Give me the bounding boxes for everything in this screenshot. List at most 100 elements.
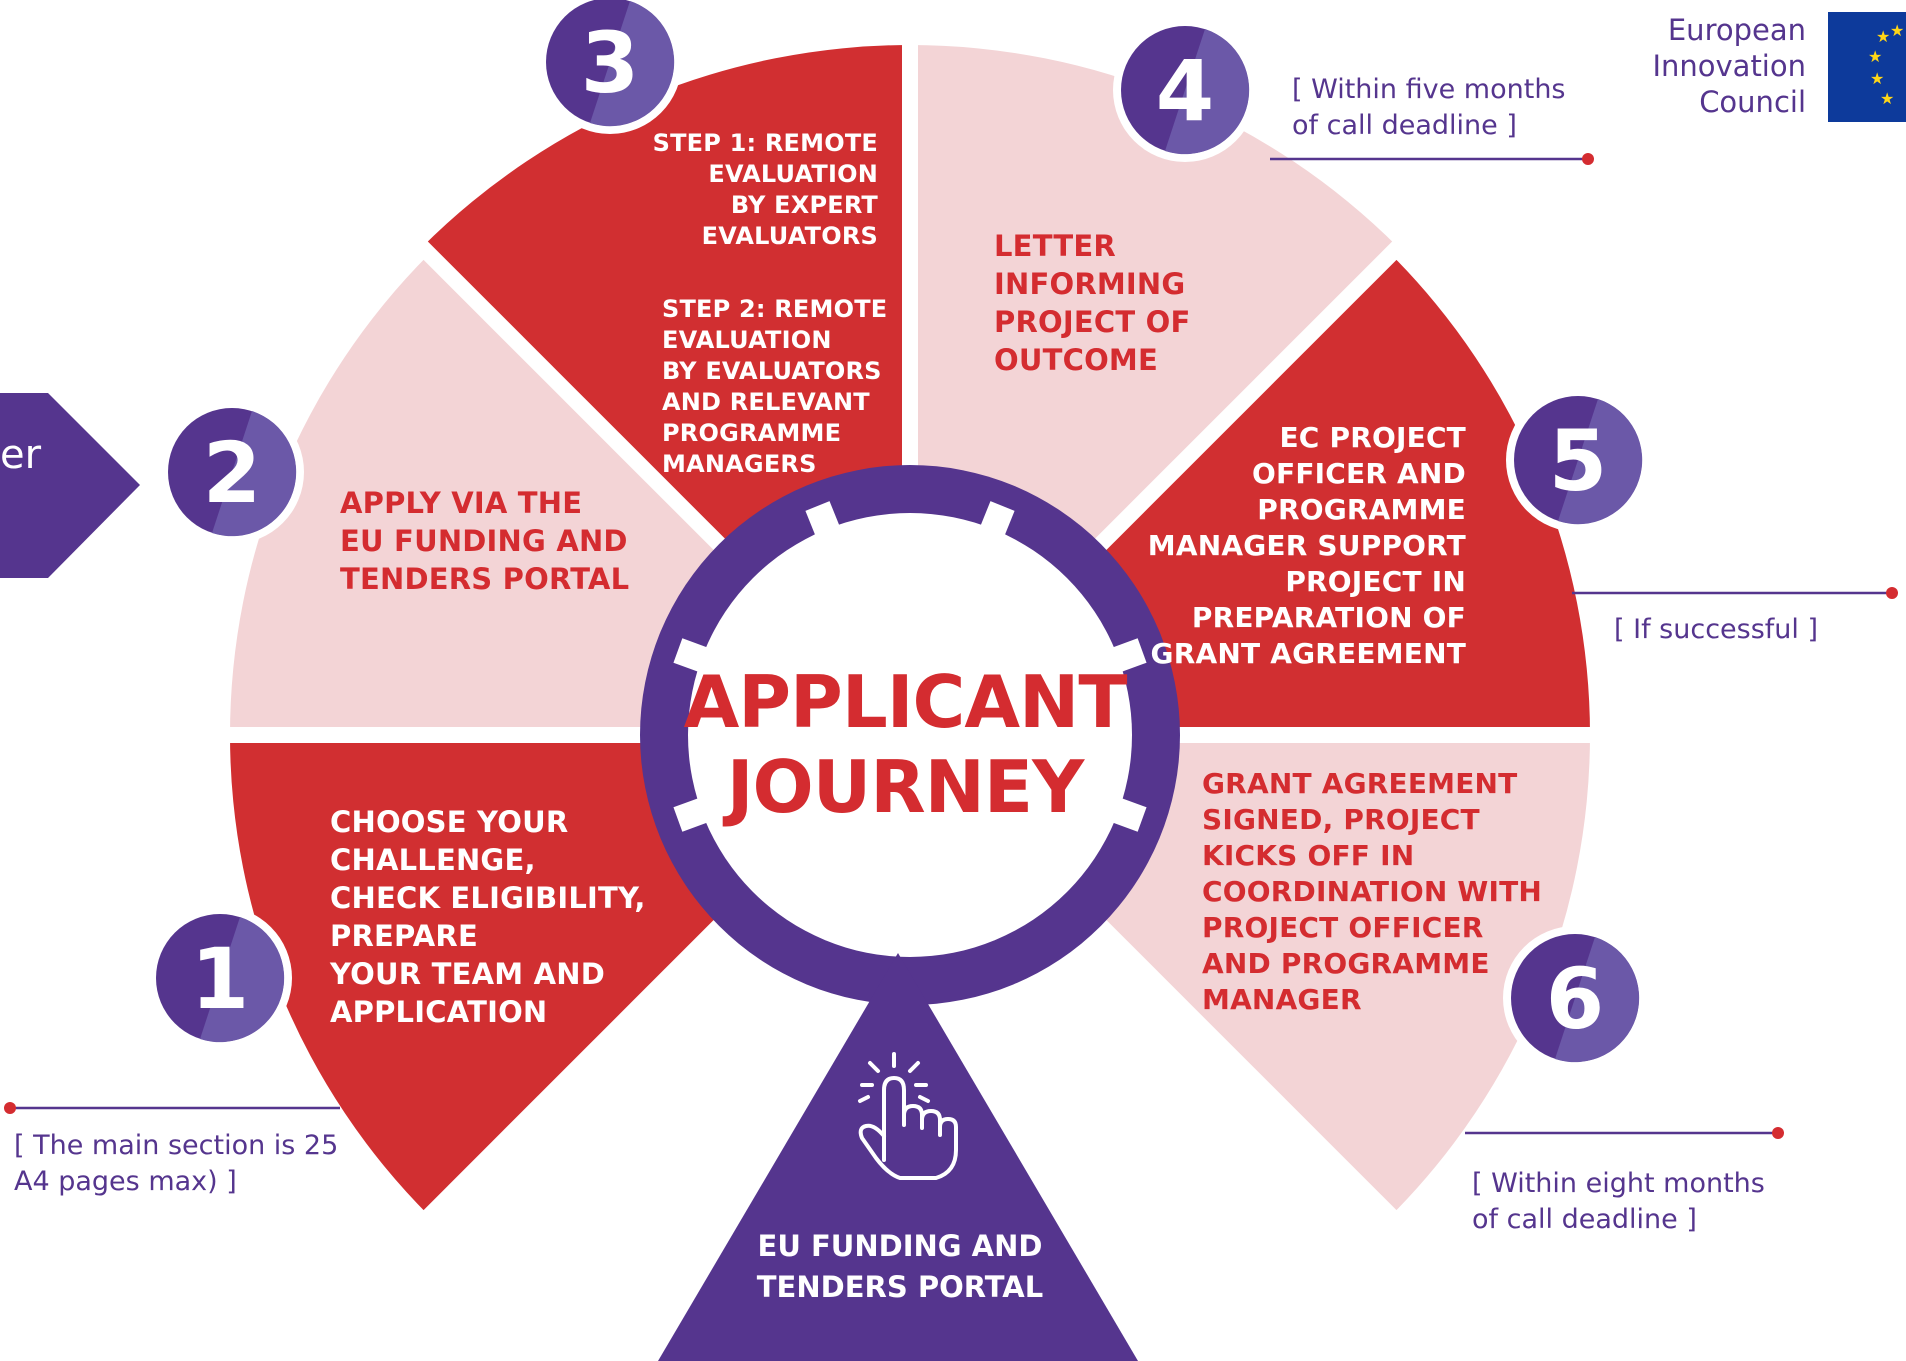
logo-line: European <box>1667 13 1806 47</box>
step-badge-6: 6 <box>1503 926 1647 1070</box>
step-line: BY EXPERT <box>730 191 878 219</box>
step-number: 3 <box>581 14 639 112</box>
step-badge-2: 2 <box>160 400 304 544</box>
step-line: EVALUATORS <box>701 222 878 250</box>
svg-text:★: ★ <box>1880 89 1894 108</box>
note-step-5: [ If successful ] <box>1614 612 1818 648</box>
portal-line: EU FUNDING AND <box>757 1229 1043 1263</box>
segment-divider <box>1045 220 1425 600</box>
svg-text:★: ★ <box>1876 27 1890 46</box>
step-line: PROGRAMME <box>1257 493 1466 526</box>
step-2-text: APPLY VIA THE EU FUNDING AND TENDERS POR… <box>340 484 629 598</box>
step-line: YOUR TEAM AND <box>330 957 605 991</box>
step-line: BY EVALUATORS <box>662 357 882 385</box>
svg-text:★: ★ <box>1890 21 1904 40</box>
note-line: A4 pages max) ] <box>14 1166 237 1197</box>
step-number: 2 <box>203 424 261 522</box>
step-badge-5: 5 <box>1506 388 1650 532</box>
connector-lines <box>10 157 1892 1135</box>
step-line: PREPARE <box>330 919 478 953</box>
step-line: SIGNED, PROJECT <box>1202 803 1480 836</box>
segment-divider <box>1045 870 1425 1250</box>
ring-notch <box>673 798 707 832</box>
ring-notches <box>673 501 1147 832</box>
segment-divider <box>395 220 775 600</box>
left-arrow-shape <box>0 393 140 578</box>
ring-notch <box>673 638 707 672</box>
ring-notch <box>1113 798 1147 832</box>
step-line: EC PROJECT <box>1279 421 1466 454</box>
portal-triangle <box>658 953 1138 1361</box>
segment-dividers <box>190 15 1630 1250</box>
step-line: PROGRAMME <box>662 419 842 447</box>
step-line: GRANT AGREEMENT <box>1150 637 1466 670</box>
pointing-hand-click-icon <box>858 1052 958 1180</box>
inner-hub <box>688 513 1132 957</box>
segment-step-1 <box>230 735 734 1216</box>
segment-step-6 <box>1086 735 1590 1216</box>
eic-logo-text: European Innovation Council <box>1652 12 1806 120</box>
portal-label: EU FUNDING AND TENDERS PORTAL <box>700 1226 1100 1308</box>
note-line: [ Within eight months <box>1472 1168 1765 1199</box>
step-line: CHOOSE YOUR <box>330 805 569 839</box>
step-line: CHALLENGE, <box>330 843 536 877</box>
step-line: MANAGER <box>1202 983 1362 1016</box>
step-badge-3: 3 <box>538 0 682 134</box>
step-5-text: EC PROJECT OFFICER AND PROGRAMME MANAGER… <box>1130 420 1466 672</box>
eu-flag-icon <box>1828 12 1906 122</box>
note-line: of call deadline ] <box>1472 1204 1697 1235</box>
note-step-6: [ Within eight months of call deadline ] <box>1472 1166 1765 1238</box>
note-step-1: [ The main section is 25 A4 pages max) ] <box>14 1128 338 1200</box>
step-3-text-a: STEP 1: REMOTE EVALUATION BY EXPERT EVAL… <box>600 128 878 252</box>
center-title-line-1: APPLICANT <box>683 660 1128 744</box>
step-line: PROJECT OF <box>994 305 1191 339</box>
note-step-4: [ Within five months of call deadline ] <box>1292 72 1566 144</box>
portal-line: TENDERS PORTAL <box>756 1270 1044 1304</box>
step-line: LETTER <box>994 229 1116 263</box>
segment-step-3 <box>422 45 910 559</box>
segment-step-2 <box>230 254 734 735</box>
center-title-line-2: JOURNEY <box>726 745 1084 829</box>
step-line: MANAGERS <box>662 450 817 478</box>
step-line: AND RELEVANT <box>662 388 870 416</box>
ring-notch <box>980 501 1015 535</box>
step-line: OUTCOME <box>994 343 1158 377</box>
step-line: COORDINATION WITH <box>1202 875 1543 908</box>
step-number: 1 <box>191 930 249 1028</box>
segment-step-5 <box>1086 254 1590 735</box>
logo-line: Innovation <box>1652 49 1806 83</box>
left-arrow-label: er <box>0 432 42 478</box>
note-line: [ The main section is 25 <box>14 1130 339 1161</box>
step-line: STEP 1: REMOTE <box>652 129 878 157</box>
step-4-text: LETTER INFORMING PROJECT OF OUTCOME <box>994 227 1190 379</box>
note-line: [ Within five months <box>1292 74 1566 105</box>
step-line: KICKS OFF IN <box>1202 839 1415 872</box>
note-line: [ If successful ] <box>1614 614 1819 645</box>
step-6-text: GRANT AGREEMENT SIGNED, PROJECT KICKS OF… <box>1202 766 1542 1018</box>
step-line: OFFICER AND <box>1251 457 1466 490</box>
segment-divider <box>395 870 775 1250</box>
step-badge-1: 1 <box>148 906 292 1050</box>
step-line: PREPARATION OF <box>1191 601 1466 634</box>
step-3-text-b: STEP 2: REMOTE EVALUATION BY EVALUATORS … <box>662 294 887 480</box>
logo-line: Council <box>1699 85 1806 119</box>
step-badge-4: 4 <box>1113 18 1257 162</box>
step-line: PROJECT IN <box>1285 565 1466 598</box>
step-line: EVALUATION <box>708 160 878 188</box>
step-line: INFORMING <box>994 267 1186 301</box>
svg-text:★: ★ <box>1868 47 1882 66</box>
step-line: APPLY VIA THE <box>340 486 583 520</box>
segment-step-4 <box>910 45 1398 559</box>
step-line: AND PROGRAMME <box>1202 947 1490 980</box>
step-line: TENDERS PORTAL <box>340 562 630 596</box>
connector-dots <box>4 153 1898 1139</box>
step-number: 4 <box>1156 42 1214 140</box>
step-line: STEP 2: REMOTE <box>662 295 888 323</box>
svg-text:★: ★ <box>1870 69 1884 88</box>
step-number: 5 <box>1549 412 1607 510</box>
ring-notch <box>805 501 840 535</box>
step-line: APPLICATION <box>330 995 548 1029</box>
step-line: EVALUATION <box>662 326 832 354</box>
step-line: MANAGER SUPPORT <box>1147 529 1466 562</box>
